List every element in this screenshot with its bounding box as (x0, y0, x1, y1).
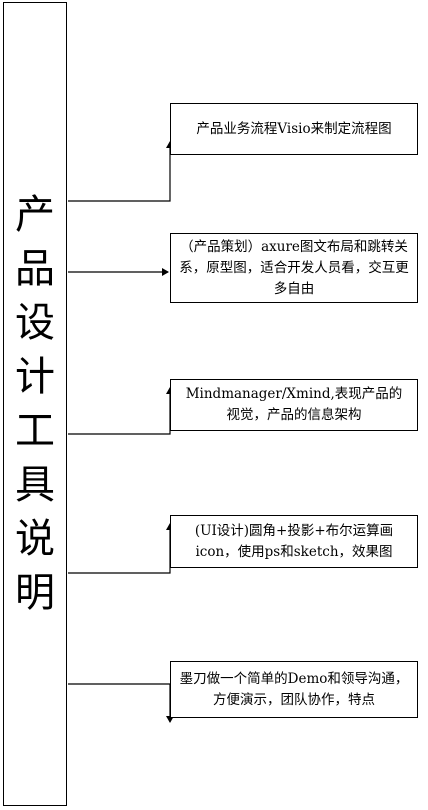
connector-1 (68, 141, 174, 202)
node-ui-design: (UI设计)圆角+投影+布尔运算画icon，使用ps和sketch，效果图 (170, 515, 418, 568)
title-box: 产 品 设 计 工 具 说 明 (3, 2, 67, 806)
title-char: 具 (15, 462, 55, 508)
title-char: 品 (15, 246, 55, 292)
title-char: 设 (15, 300, 55, 346)
title-char: 计 (15, 354, 55, 400)
node-modao-text: 墨刀做一个简单的Demo和领导沟通，方便演示，团队协作，特点 (179, 670, 409, 708)
node-visio: 产品业务流程Visio来制定流程图 (170, 103, 418, 155)
connector-4 (68, 523, 174, 574)
node-visio-text: 产品业务流程Visio来制定流程图 (196, 120, 392, 137)
node-mindmanager-text: Mindmanager/Xmind,表现产品的视觉，产品的信息架构 (185, 386, 403, 423)
node-axure-text: （产品策划）axure图文布局和跳转关系，原型图，适合开发人员看，交互更多自由 (179, 238, 409, 297)
connector-5 (68, 683, 174, 723)
node-axure: （产品策划）axure图文布局和跳转关系，原型图，适合开发人员看，交互更多自由 (170, 233, 418, 303)
title-char: 说 (15, 516, 55, 562)
node-modao: 墨刀做一个简单的Demo和领导沟通，方便演示，团队协作，特点 (170, 661, 418, 718)
node-ui-design-text: (UI设计)圆角+投影+布尔运算画icon，使用ps和sketch，效果图 (194, 522, 394, 560)
title-char: 工 (15, 408, 55, 454)
node-mindmanager: Mindmanager/Xmind,表现产品的视觉，产品的信息架构 (170, 379, 418, 431)
title-char: 明 (15, 570, 55, 616)
title-char: 产 (15, 192, 55, 238)
connector-3 (68, 387, 174, 435)
